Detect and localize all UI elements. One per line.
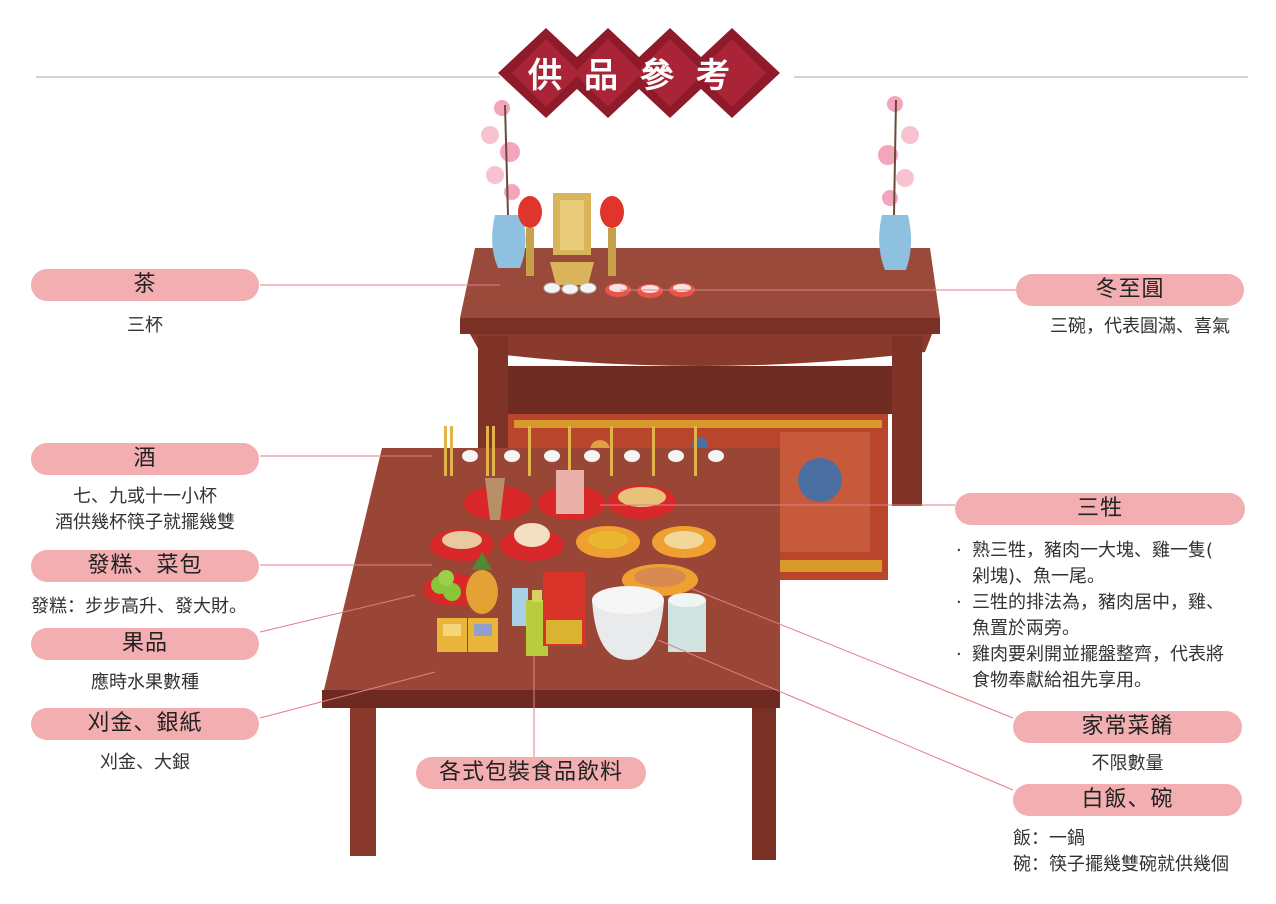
label-paper: 刈金、銀紙 <box>31 708 259 740</box>
rice-pot-and-bowls <box>592 586 706 660</box>
sansheng-bullet-2: 三牲的排法為，豬肉居中，雞、魚置於兩旁。 <box>956 590 1224 642</box>
desc-fruit: 應時水果數種 <box>91 672 199 693</box>
joss-paper <box>437 618 498 652</box>
leader-dishes <box>689 587 1014 719</box>
desc-dishes: 不限數量 <box>1091 753 1164 774</box>
desc-wine-2: 酒供幾杯筷子就擺幾雙 <box>55 512 235 533</box>
label-sansheng: 三牲 <box>955 493 1245 525</box>
leader-paper <box>259 671 436 719</box>
desc-cake: 發糕：步步高升、發大財。 <box>31 596 247 617</box>
packaged-food-drinks <box>512 572 585 656</box>
label-tangyuan: 冬至圓 <box>1016 274 1244 306</box>
label-packaged: 各式包裝食品飲料 <box>416 757 646 789</box>
label-dishes: 家常菜餚 <box>1013 711 1242 743</box>
sansheng-bullet-1: 熟三牲，豬肉一大塊、雞一隻(剁塊)、魚一尾。 <box>956 538 1224 590</box>
leader-lines <box>259 284 1016 791</box>
desc-tea: 三杯 <box>127 315 163 336</box>
fruit-plate <box>423 552 498 614</box>
leader-rice <box>657 639 1014 791</box>
tea-cups <box>543 282 597 295</box>
ancestral-shrine <box>518 193 624 285</box>
three-sacrifices <box>464 470 676 520</box>
desc-rice-1: 飯：一鍋 <box>1013 828 1085 849</box>
desc-paper: 刈金、大銀 <box>100 752 190 773</box>
title-banner <box>498 28 780 118</box>
desc-wine-1: 七、九或十一小杯 <box>73 486 217 507</box>
label-tea: 茶 <box>31 269 259 301</box>
vase-left <box>481 100 526 268</box>
desc-sansheng: 熟三牲，豬肉一大塊、雞一隻(剁塊)、魚一尾。 三牲的排法為，豬肉居中，雞、魚置於… <box>956 538 1224 694</box>
leader-fruit <box>259 594 416 633</box>
label-cake: 發糕、菜包 <box>31 550 259 582</box>
desc-rice-2: 碗：筷子擺幾雙碗就供幾個 <box>1013 854 1229 875</box>
desc-tangyuan: 三碗，代表圓滿、喜氣 <box>1050 316 1230 337</box>
vase-right <box>878 96 919 270</box>
page-title: 供品參考 <box>528 56 752 96</box>
label-wine: 酒 <box>31 443 259 475</box>
label-fruit: 果品 <box>31 628 259 660</box>
label-rice: 白飯、碗 <box>1013 784 1242 816</box>
chopsticks-and-wine-cups <box>444 426 724 476</box>
